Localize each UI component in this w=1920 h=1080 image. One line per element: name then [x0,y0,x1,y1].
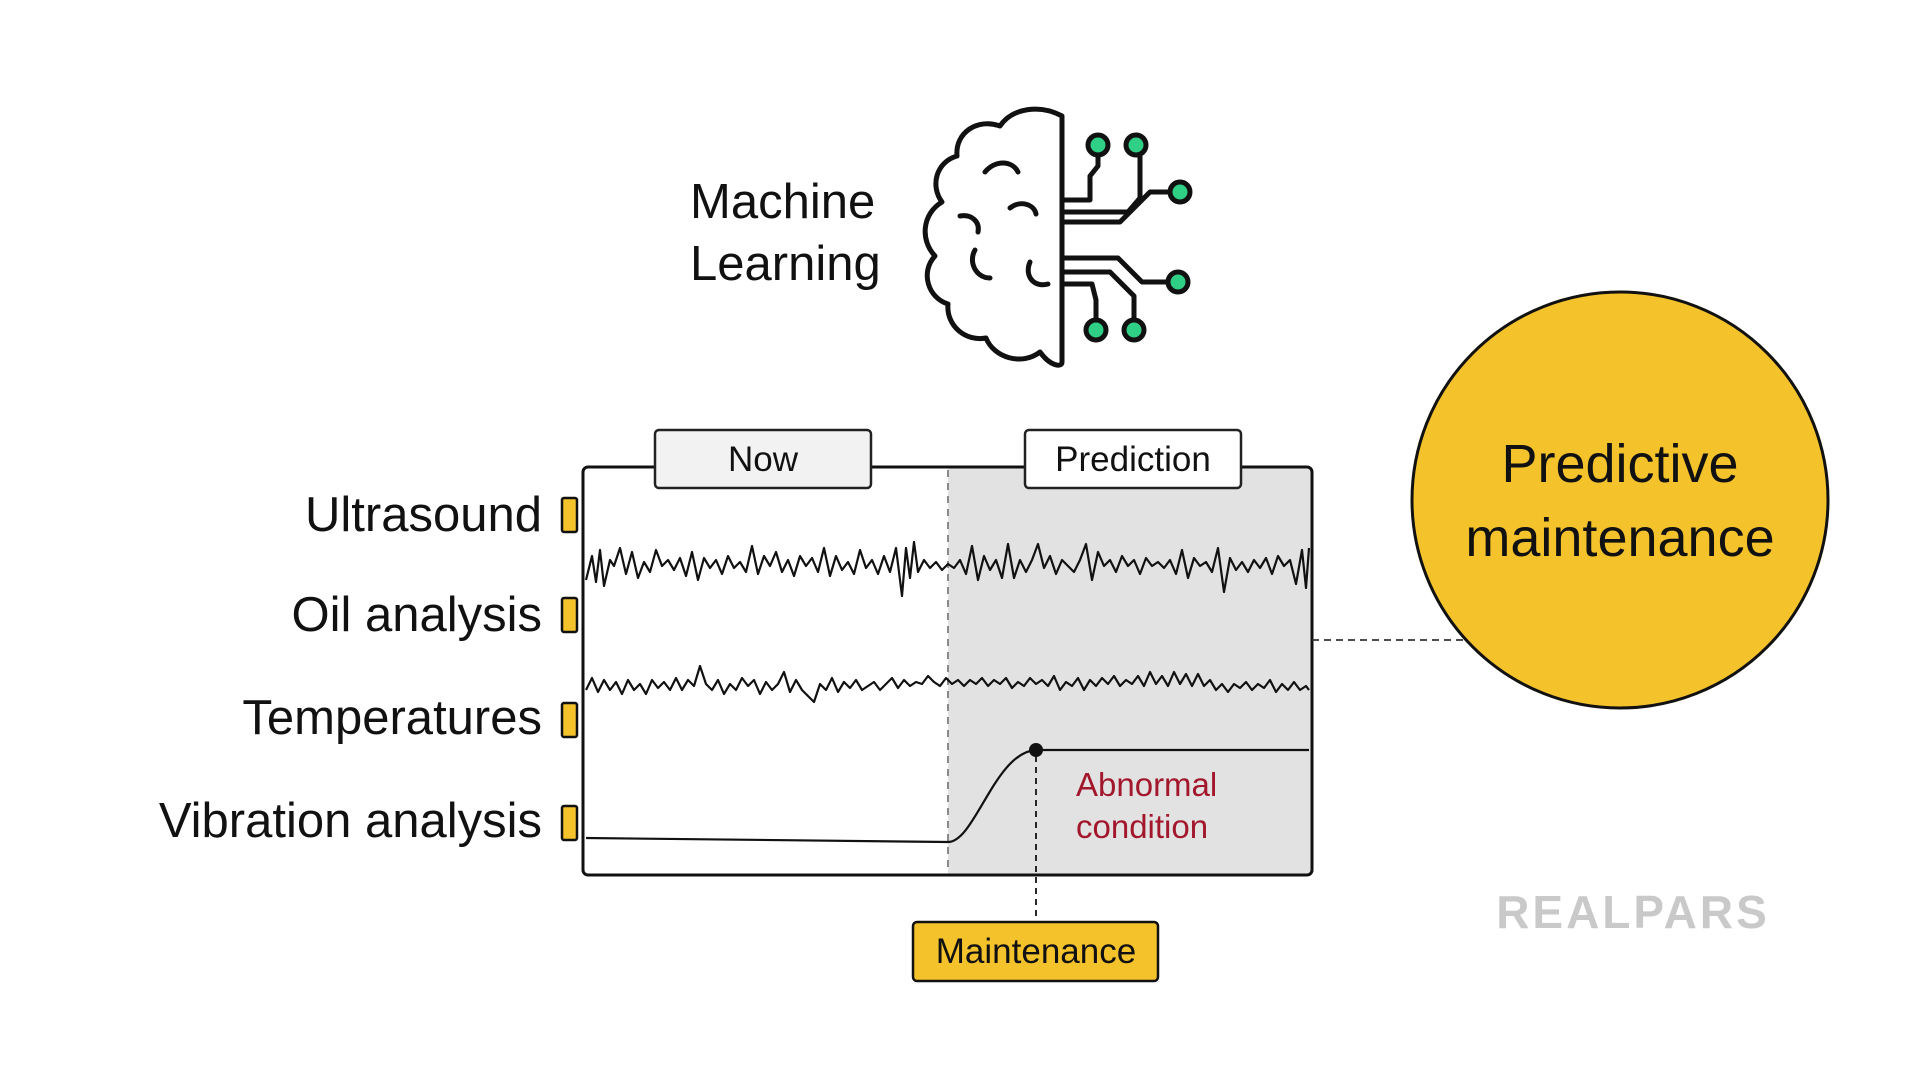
circuit-node-icon [1123,132,1149,158]
input-connector-oil-analysis [560,596,579,634]
circuit-node-icon [1167,179,1193,205]
ultrasound-trace [584,540,1311,598]
machine-learning-group: Machine Learning [690,106,1193,368]
maintenance-box [911,920,1160,983]
abnormal-label-line1: Abnormal [1076,766,1217,803]
maintenance-label: Maintenance [936,932,1136,971]
predictive-maintenance-line1: Predictive [1501,434,1738,494]
prediction-tab-label: Prediction [1055,440,1211,479]
ml-title-line1: Machine [690,175,875,229]
circuit-node-icon [1165,269,1191,295]
prediction-tab [1023,428,1243,490]
input-connector-ultrasound [560,496,579,534]
realpars-logo: REALPARS [1496,886,1770,938]
abnormal-point-marker [1029,743,1043,757]
predictive-maintenance-line2: maintenance [1465,508,1774,568]
input-connector-temperatures [560,701,579,739]
prediction-region [948,467,1312,875]
signal-panel: Now Prediction Abnormal condition [581,428,1314,877]
input-label-temperatures: Temperatures [242,691,542,745]
now-tab [653,428,873,490]
circuit-node-icon [1121,317,1147,343]
circuit-node-icon [1085,132,1111,158]
oil-analysis-trace [585,664,1310,704]
input-label-oil-analysis: Oil analysis [291,588,542,642]
vibration-trace [585,748,1309,844]
now-tab-label: Now [728,440,799,479]
panel-border [581,465,1314,877]
input-connector-vibration-analysis [560,804,579,842]
abnormal-label-line2: condition [1076,808,1208,845]
input-labels: Ultrasound Oil analysis Temperatures Vib… [159,488,579,848]
input-label-vibration-analysis: Vibration analysis [159,794,542,848]
circuit-node-icon [1083,317,1109,343]
circuit-nodes [1083,132,1193,343]
input-label-ultrasound: Ultrasound [305,488,542,542]
brain-circuit-icon [922,106,1179,368]
ml-title-line2: Learning [690,237,881,291]
predictive-maintenance-circle [1410,290,1830,710]
